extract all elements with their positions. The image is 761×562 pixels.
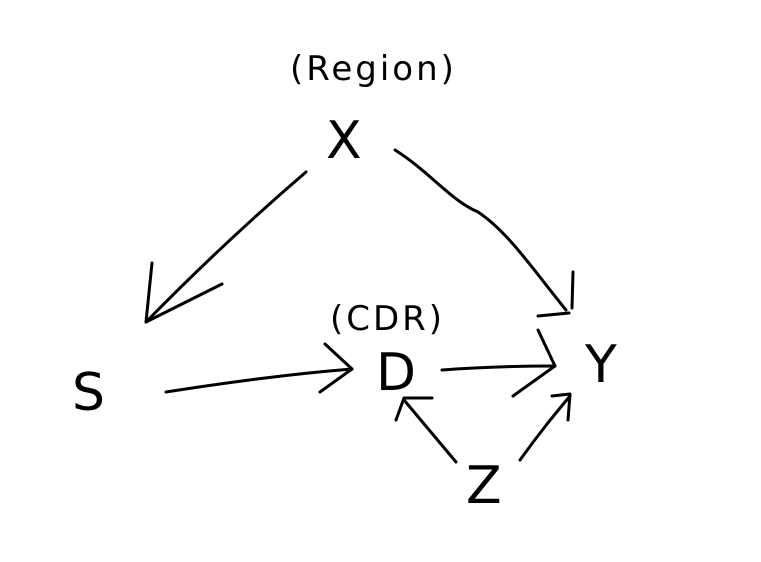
edge-x-to-y: [393, 148, 575, 318]
node-d-label: D: [376, 343, 416, 403]
node-z-label: Z: [466, 456, 502, 516]
annotation-region: (Region): [290, 49, 457, 89]
edge-z-to-y: [518, 392, 572, 462]
node-s: S: [72, 363, 105, 423]
node-y-label: Y: [584, 335, 617, 395]
node-x: X: [326, 111, 362, 171]
node-s-label: S: [72, 363, 105, 423]
edge-z-to-d: [394, 396, 458, 464]
edge-s-to-d: [164, 342, 354, 394]
node-z: Z: [466, 456, 502, 516]
node-y: Y: [584, 335, 617, 395]
node-d: D: [376, 343, 416, 403]
annotation-cdr: (CDR): [330, 299, 445, 339]
node-x-label: X: [326, 111, 362, 171]
edge-d-to-y: [440, 328, 557, 398]
edge-x-to-s: [144, 170, 308, 324]
